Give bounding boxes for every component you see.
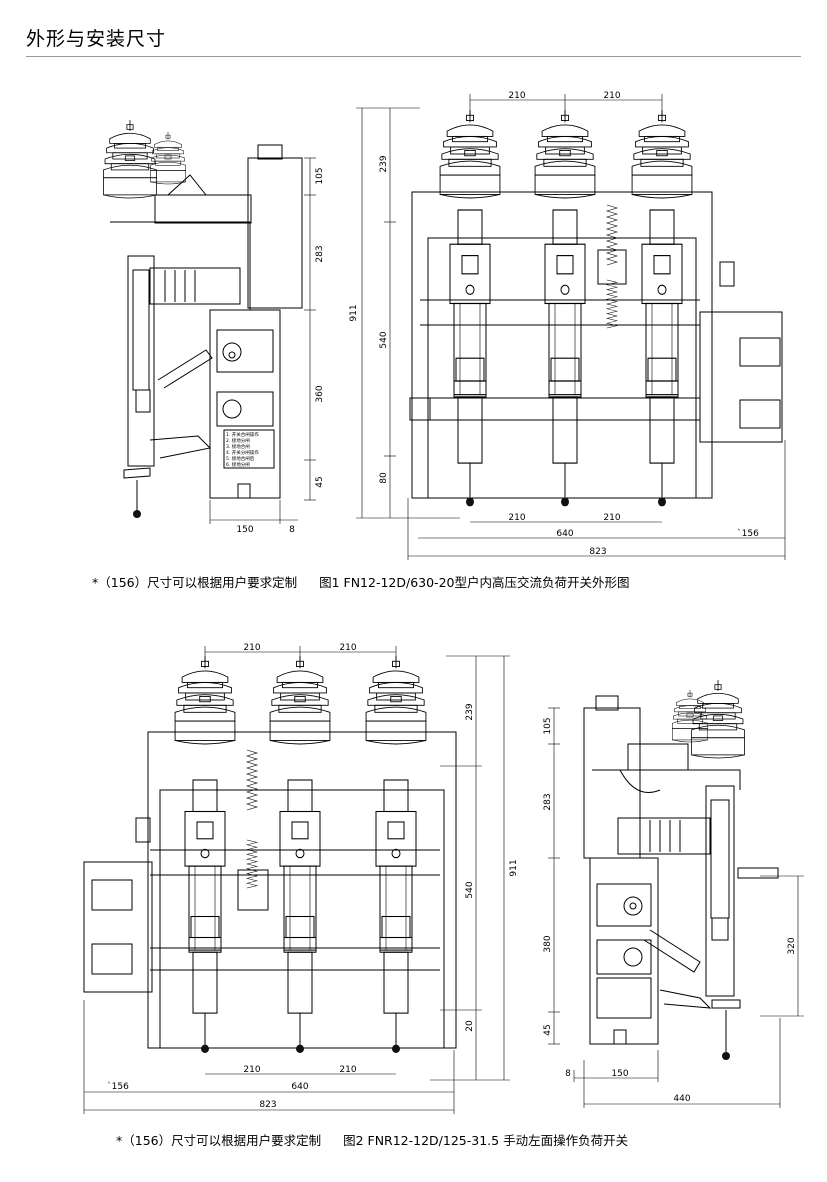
svg-text:150: 150 bbox=[611, 1069, 628, 1079]
svg-text:210: 210 bbox=[339, 643, 356, 653]
fig2-caption: *（156）尺寸可以根据用户要求定制 图2 FNR12-12D/125-31.5… bbox=[116, 1130, 628, 1149]
fig1-side-dimensions: 105 283 360 45 150 8 bbox=[236, 167, 325, 535]
fig2-side-view bbox=[548, 679, 804, 1108]
svg-text:640: 640 bbox=[556, 529, 573, 539]
svg-text:239: 239 bbox=[465, 703, 475, 720]
fig2-front-view bbox=[83, 646, 510, 1114]
svg-text:360: 360 bbox=[315, 385, 325, 402]
svg-text:823: 823 bbox=[589, 547, 606, 557]
fig1-caption: *（156）尺寸可以根据用户要求定制 图1 FN12-12D/630-20型户内… bbox=[92, 572, 629, 591]
svg-text:105: 105 bbox=[315, 167, 325, 184]
fig1-caption-note: *（156）尺寸可以根据用户要求定制 bbox=[92, 575, 298, 590]
svg-text:45: 45 bbox=[543, 1024, 553, 1035]
svg-text:210: 210 bbox=[508, 91, 525, 101]
svg-text:8: 8 bbox=[565, 1069, 571, 1079]
svg-text:210: 210 bbox=[243, 643, 260, 653]
svg-text:380: 380 bbox=[543, 935, 553, 952]
svg-text:20: 20 bbox=[465, 1020, 475, 1032]
svg-text:210: 210 bbox=[339, 1065, 356, 1075]
fig1-caption-title: 图1 FN12-12D/630-20型户内高压交流负荷开关外形图 bbox=[319, 575, 630, 590]
svg-text:320: 320 bbox=[787, 937, 797, 954]
svg-text:239: 239 bbox=[379, 155, 389, 172]
svg-text:210: 210 bbox=[508, 513, 525, 523]
fig2-caption-note: *（156）尺寸可以根据用户要求定制 bbox=[116, 1133, 322, 1148]
svg-text:`156: `156 bbox=[107, 1081, 129, 1092]
svg-text:105: 105 bbox=[543, 717, 553, 734]
svg-text:640: 640 bbox=[291, 1082, 308, 1092]
svg-text:150: 150 bbox=[236, 525, 253, 535]
svg-text:283: 283 bbox=[543, 793, 553, 810]
fig1-side-view bbox=[103, 119, 316, 524]
svg-text:440: 440 bbox=[673, 1094, 690, 1104]
svg-text:911: 911 bbox=[349, 304, 359, 321]
svg-text:45: 45 bbox=[315, 476, 325, 487]
fig2-side-dimensions: 105 283 380 45 320 150 8 440 bbox=[543, 717, 797, 1104]
svg-text:2. 接地分闸: 2. 接地分闸 bbox=[226, 437, 250, 444]
fig2-front-dimensions: 210 210 911 239 540 20 210 210 640 `156 … bbox=[107, 643, 519, 1110]
fig1-plate-labels: 1. 开关合闸操作 2. 接地分闸 3. 接地合闸 4. 开关分闸操作 5. 接… bbox=[226, 431, 259, 468]
svg-text:`156: `156 bbox=[737, 528, 759, 539]
svg-text:283: 283 bbox=[315, 245, 325, 262]
svg-text:210: 210 bbox=[603, 91, 620, 101]
svg-text:210: 210 bbox=[243, 1065, 260, 1075]
svg-text:911: 911 bbox=[509, 859, 519, 876]
svg-text:823: 823 bbox=[259, 1100, 276, 1110]
fig1-front-view bbox=[356, 94, 786, 560]
svg-text:80: 80 bbox=[379, 472, 389, 484]
svg-text:3. 接地合闸: 3. 接地合闸 bbox=[226, 443, 250, 450]
svg-text:1. 开关合闸操作: 1. 开关合闸操作 bbox=[226, 431, 259, 438]
svg-text:6. 接地分闸: 6. 接地分闸 bbox=[226, 461, 250, 468]
svg-text:4. 开关分闸操作: 4. 开关分闸操作 bbox=[226, 449, 259, 456]
svg-text:8: 8 bbox=[289, 525, 295, 535]
page-title: 外形与安装尺寸 bbox=[26, 28, 167, 50]
fig1-front-dimensions: 210 210 911 239 540 80 210 210 640 `156 … bbox=[349, 91, 759, 557]
svg-text:5. 接地合闸后: 5. 接地合闸后 bbox=[226, 455, 255, 462]
svg-text:210: 210 bbox=[603, 513, 620, 523]
svg-text:540: 540 bbox=[465, 881, 475, 898]
title-rule bbox=[26, 56, 801, 57]
fig2-caption-title: 图2 FNR12-12D/125-31.5 手动左面操作负荷开关 bbox=[343, 1133, 629, 1148]
svg-text:540: 540 bbox=[379, 331, 389, 348]
